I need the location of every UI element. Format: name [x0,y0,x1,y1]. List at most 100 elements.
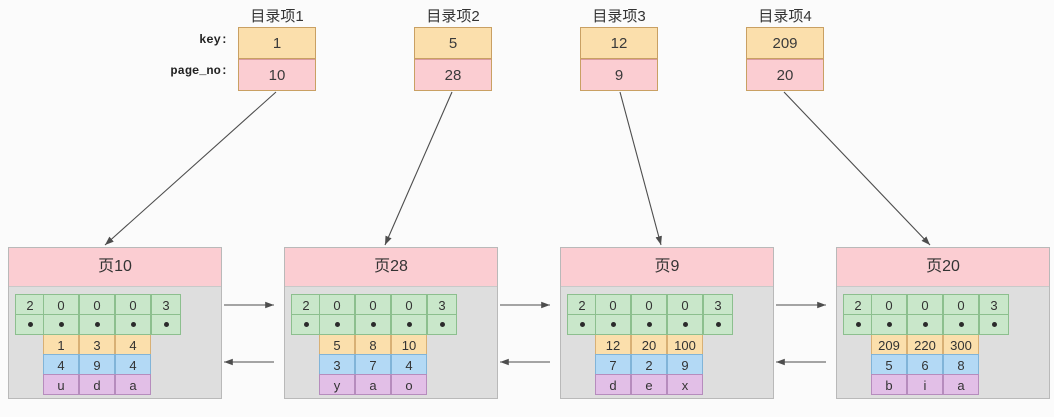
pointer-dot-icon [886,322,892,327]
pointer-dot-icon [370,322,376,327]
slot-next-pointer [79,314,115,335]
slot-next-pointer [15,314,45,335]
directory-entry-1-title: 目录项1 [250,8,304,25]
pointer-dot-icon [406,322,412,327]
slot-value: 4 [115,354,151,375]
slot-next-pointer [567,314,597,335]
pointer-dot-icon [991,322,997,327]
slot-column[interactable]: 2 [15,294,45,335]
slot-value: 4 [391,354,427,375]
slot-column[interactable]: 3 [151,294,181,335]
page-9-header: 页9 [561,248,773,287]
slot-record-count: 0 [871,294,907,315]
page-no-row-label: page_no: [170,64,228,78]
page-20-header: 页20 [837,248,1049,287]
slot-next-pointer [427,314,457,335]
slot-key: 100 [667,334,703,355]
slot-next-pointer [703,314,733,335]
slot-key: 209 [871,334,907,355]
slot-next-pointer [291,314,321,335]
slot-next-pointer [391,314,427,335]
slot-column[interactable]: 2 [567,294,597,335]
slot-char: d [595,374,631,395]
slot-key: 300 [943,334,979,355]
slot-next-pointer [43,314,79,335]
slot-record-count: 3 [427,294,457,315]
directory-entry-3-box: 12 9 [580,27,658,91]
slot-next-pointer [595,314,631,335]
directory-entry-4-box: 209 20 [746,27,824,91]
slot-char: o [391,374,427,395]
slot-char: x [667,374,703,395]
slot-column[interactable]: 3 [979,294,1009,335]
slot-value: 2 [631,354,667,375]
slot-key: 220 [907,334,943,355]
slot-column[interactable]: 2 [291,294,321,335]
slot-key: 1 [43,334,79,355]
pointer-entry2-to-page28 [384,91,453,246]
slot-char: a [355,374,391,395]
pointer-entry3-to-page9 [619,91,662,246]
slot-key: 20 [631,334,667,355]
directory-entry-2-title: 目录项2 [426,8,480,25]
slot-record-count: 0 [667,294,703,315]
slot-column[interactable]: 3 [703,294,733,335]
slot-value: 3 [319,354,355,375]
slot-record-count: 2 [15,294,45,315]
slot-next-pointer [907,314,943,335]
slot-record-count: 3 [151,294,181,315]
slot-value: 4 [43,354,79,375]
pointer-dot-icon [958,322,964,327]
pointer-entry1-to-page10 [104,91,277,246]
pointer-dot-icon [922,322,928,327]
pointer-dot-icon [94,322,100,327]
directory-entry-1-key: 1 [239,28,315,59]
slot-record-count: 2 [291,294,321,315]
slot-next-pointer [355,314,391,335]
slot-column[interactable]: 3 [427,294,457,335]
slot-record-count: 2 [843,294,873,315]
slot-key: 4 [115,334,151,355]
pointer-dot-icon [715,322,721,327]
slot-record-count: 0 [943,294,979,315]
slot-char: a [943,374,979,395]
slot-column[interactable]: 2 [843,294,873,335]
slot-char: u [43,374,79,395]
pointer-entry4-to-page20 [783,91,931,246]
slot-record-count: 0 [907,294,943,315]
directory-entry-2-key: 5 [415,28,491,59]
pointer-dot-icon [682,322,688,327]
slot-record-count: 0 [631,294,667,315]
directory-entry-1-box: 1 10 [238,27,316,91]
slot-record-count: 3 [703,294,733,315]
slot-value: 8 [943,354,979,375]
pointer-dot-icon [334,322,340,327]
slot-next-pointer [843,314,873,335]
slot-value: 7 [355,354,391,375]
slot-record-count: 0 [43,294,79,315]
slot-key: 8 [355,334,391,355]
pointer-dot-icon [58,322,64,327]
slot-record-count: 0 [115,294,151,315]
directory-entry-3-page-no: 9 [581,59,657,90]
slot-key: 10 [391,334,427,355]
